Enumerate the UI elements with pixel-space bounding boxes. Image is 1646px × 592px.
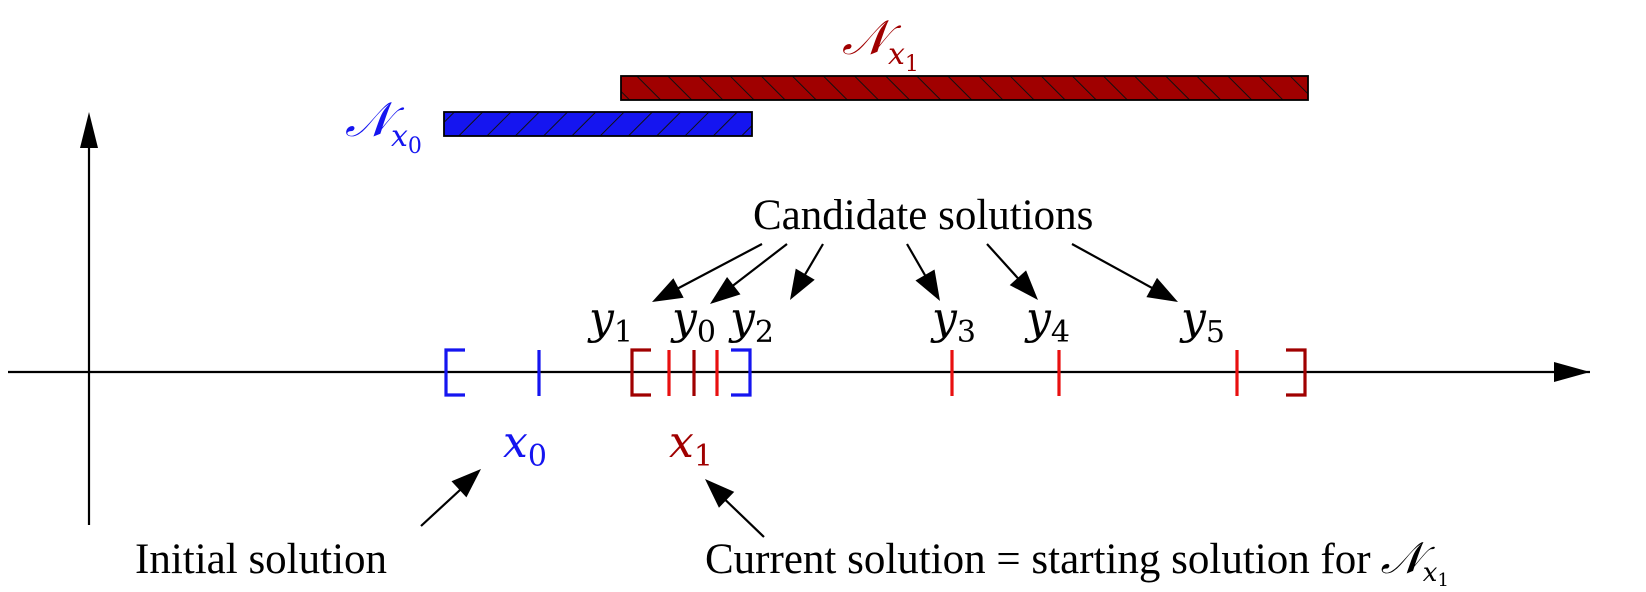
axes	[8, 112, 1590, 525]
candidate-arrowheads	[652, 268, 1178, 304]
bracket-left-x0	[444, 348, 465, 397]
current-solution-label: Current solution = starting solution for…	[705, 533, 1449, 591]
neighborhood-label-x1: 𝒩x1	[842, 10, 919, 77]
arrowhead-y4	[1009, 270, 1038, 300]
candidate-label-y4: y4	[1024, 293, 1070, 350]
candidate-label-y1: y1	[587, 293, 633, 350]
neighborhood-bar-x0	[443, 111, 753, 137]
arrowhead-y1	[652, 278, 684, 302]
neighborhood-bar-x1	[620, 75, 1309, 101]
bracket-right-x0	[731, 348, 752, 397]
arrowhead-current-solution	[705, 479, 735, 508]
arrowhead-y2	[790, 268, 815, 300]
point-label-x1: x1	[669, 417, 713, 474]
arrowhead-y0	[710, 276, 741, 304]
candidate-label-y0: y0	[670, 293, 716, 350]
neighborhood-label-x0: 𝒩x0	[345, 92, 422, 159]
initial-solution-label: Initial solution	[135, 536, 387, 583]
bracket-group-x0	[444, 348, 752, 397]
bracket-left-x1	[630, 348, 651, 397]
arrowhead-initial-solution	[451, 469, 481, 498]
bracket-group-x1	[630, 348, 1307, 397]
arrowhead-y5	[1146, 277, 1178, 302]
bracket-right-x1	[1286, 348, 1307, 397]
candidate-label-y3: y3	[930, 293, 976, 350]
candidate-label-y5: y5	[1179, 293, 1225, 350]
x-axis-arrowhead	[1554, 362, 1590, 382]
neighborhood-bars	[443, 75, 1309, 137]
candidate-solutions-label: Candidate solutions	[753, 192, 1093, 239]
arrowhead-y3	[915, 269, 940, 301]
candidate-label-y2: y2	[728, 293, 774, 350]
y-axis-arrowhead	[80, 112, 98, 148]
candidate-labels: y1 y0 y2 y3 y4 y5	[587, 293, 1225, 350]
ticks	[537, 350, 1239, 396]
point-label-x0: x0	[503, 417, 547, 474]
